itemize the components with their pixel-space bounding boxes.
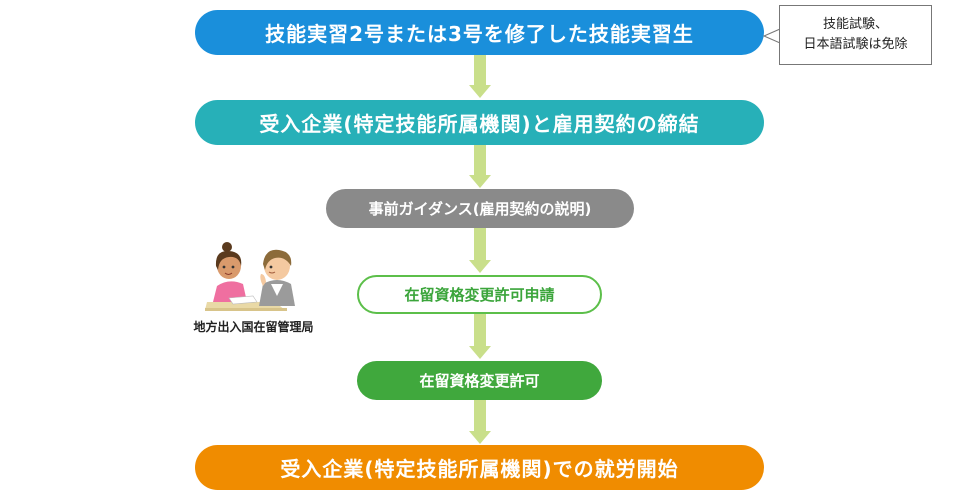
note-line-1: 技能試験、 (823, 15, 888, 35)
step-label: 事前ガイダンス(雇用契約の説明) (369, 198, 592, 219)
down-arrow-icon (469, 228, 491, 273)
down-arrow-icon (469, 145, 491, 188)
step-employment-start: 受入企業(特定技能所属機関)での就労開始 (195, 445, 764, 490)
step-label: 技能実習2号または3号を修了した技能実習生 (265, 18, 694, 47)
step-label: 受入企業(特定技能所属機関)と雇用契約の締結 (259, 108, 699, 137)
step-employment-contract: 受入企業(特定技能所属機関)と雇用契約の締結 (195, 100, 764, 145)
note-line-2: 日本語試験は免除 (803, 35, 907, 55)
down-arrow-icon (469, 314, 491, 359)
step-label: 受入企業(特定技能所属機関)での就労開始 (280, 453, 678, 482)
step-status-change-application: 在留資格変更許可申請 (357, 275, 602, 314)
step-label: 在留資格変更許可 (419, 370, 539, 391)
immigration-office-label: 地方出入国在留管理局 (176, 318, 331, 335)
step-label: 在留資格変更許可申請 (404, 284, 554, 305)
step-pre-guidance: 事前ガイダンス(雇用契約の説明) (326, 189, 634, 228)
exemption-note: 技能試験、 日本語試験は免除 (779, 5, 932, 65)
down-arrow-icon (469, 55, 491, 98)
consultation-people-icon (205, 240, 300, 312)
step-trainee-completion: 技能実習2号または3号を修了した技能実習生 (195, 10, 764, 55)
down-arrow-icon (469, 400, 491, 444)
step-status-change-permission: 在留資格変更許可 (357, 361, 602, 400)
